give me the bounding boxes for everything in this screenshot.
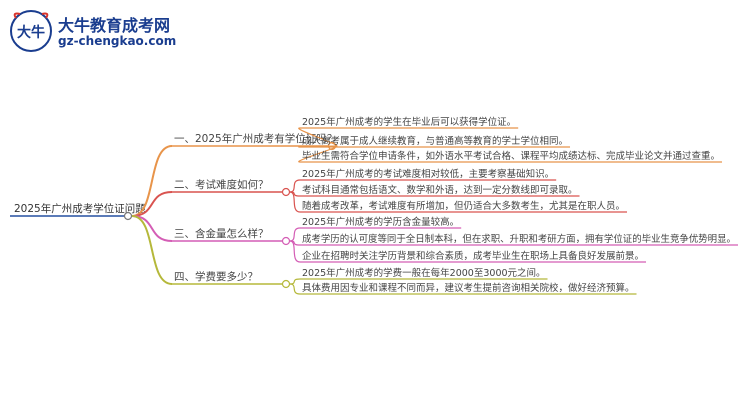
leaf-text: 2025年广州成考的学生在毕业后可以获得学位证。 xyxy=(302,116,516,128)
branch-connector-dot xyxy=(281,187,291,197)
leaf-text: 成人高考属于成人继续教育，与普通高等教育的学士学位相同。 xyxy=(302,135,568,147)
branch-label: 四、学费要多少？ xyxy=(174,270,258,283)
root-label: 2025年广州成考学位证问题 xyxy=(14,202,146,215)
leaf-text: 随着成考改革，考试难度有所增加，但仍适合大多数考生，尤其是在职人员。 xyxy=(302,200,625,212)
leaf-connector xyxy=(289,240,301,263)
leaf-text: 考试科目通常包括语文、数学和外语，达到一定分数线即可录取。 xyxy=(302,184,578,196)
logo-domain: gz-chengkao.com xyxy=(58,34,177,48)
branch-connector xyxy=(131,215,173,285)
leaf-connector xyxy=(289,283,301,295)
branch-connector-dot xyxy=(281,279,291,289)
logo-title: 大牛教育成考网 xyxy=(58,16,171,35)
leaf-connector xyxy=(289,227,301,242)
leaf-text: 2025年广州成考的学历含金量较高。 xyxy=(302,216,459,228)
site-logo[interactable]: 大牛 大牛教育成考网 gz-chengkao.com xyxy=(8,8,188,54)
branch-label: 二、考试难度如何？ xyxy=(174,178,269,191)
branch-connector xyxy=(131,145,173,217)
leaf-connector xyxy=(289,179,301,193)
bull-logo-icon: 大牛 xyxy=(10,10,52,52)
logo-mark-text: 大牛 xyxy=(17,24,45,41)
leaf-connector xyxy=(298,145,338,163)
leaf-text: 成考学历的认可度等同于全日制本科，但在求职、升职和考研方面，拥有学位证的毕业生竞… xyxy=(302,233,736,245)
branch-label: 三、含金量怎么样？ xyxy=(174,227,269,240)
leaf-connector xyxy=(289,191,301,213)
leaf-text: 具体费用因专业和课程不同而异，建议考生提前咨询相关院校，做好经济预算。 xyxy=(302,282,635,294)
leaf-connector xyxy=(289,278,301,285)
leaf-text: 企业在招聘时关注学历背景和综合素质，成考毕业生在职场上具备良好发展前景。 xyxy=(302,250,644,262)
leaf-text: 2025年广州成考的学费一般在每年2000至3000元之间。 xyxy=(302,267,546,279)
leaf-text: 毕业生需符合学位申请条件，如外语水平考试合格、课程平均成绩达标、完成毕业论文并通… xyxy=(302,150,720,162)
leaf-text: 2025年广州成考的考试难度相对较低，主要考察基础知识。 xyxy=(302,168,554,180)
branch-label: 一、2025年广州成考有学位证吗？ xyxy=(174,132,337,145)
branch-connector xyxy=(131,215,173,242)
branch-connector-dot xyxy=(281,236,291,246)
root-connector xyxy=(123,211,133,221)
branch-connector xyxy=(131,191,173,217)
